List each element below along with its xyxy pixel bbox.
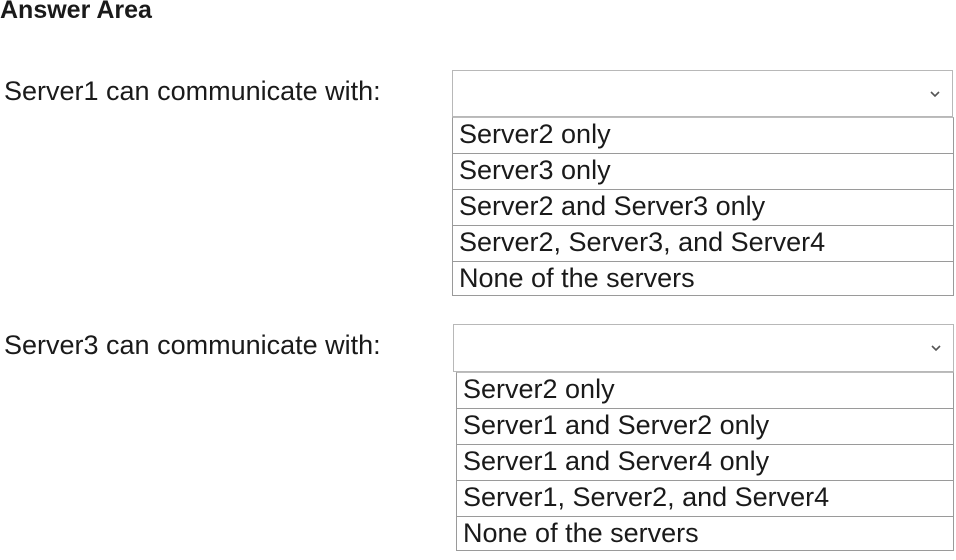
option-item[interactable]: Server1, Server2, and Server4 xyxy=(457,481,953,517)
option-item[interactable]: Server2 and Server3 only xyxy=(453,190,953,226)
option-item[interactable]: Server3 only xyxy=(453,154,953,190)
option-item[interactable]: None of the servers xyxy=(463,518,699,548)
chevron-down-icon xyxy=(931,345,941,352)
option-item[interactable]: Server1 and Server4 only xyxy=(457,445,953,481)
server1-answer-select[interactable] xyxy=(452,70,953,117)
option-item[interactable]: Server2 only xyxy=(453,118,953,154)
server3-answer-select[interactable] xyxy=(453,324,954,372)
server3-options-list: Server2 only Server1 and Server2 only Se… xyxy=(456,372,954,551)
answer-area-title: Answer Area xyxy=(0,0,152,24)
option-item[interactable]: None of the servers xyxy=(459,263,695,293)
option-item[interactable]: Server1 and Server2 only xyxy=(457,409,953,445)
option-item[interactable]: Server2, Server3, and Server4 xyxy=(453,226,953,262)
option-item[interactable]: Server2 only xyxy=(457,373,953,409)
question-prompt: Server1 can communicate with: xyxy=(4,76,381,106)
server1-options-list: Server2 only Server3 only Server2 and Se… xyxy=(452,117,954,296)
chevron-down-icon xyxy=(930,91,940,98)
question-prompt: Server3 can communicate with: xyxy=(4,330,381,360)
